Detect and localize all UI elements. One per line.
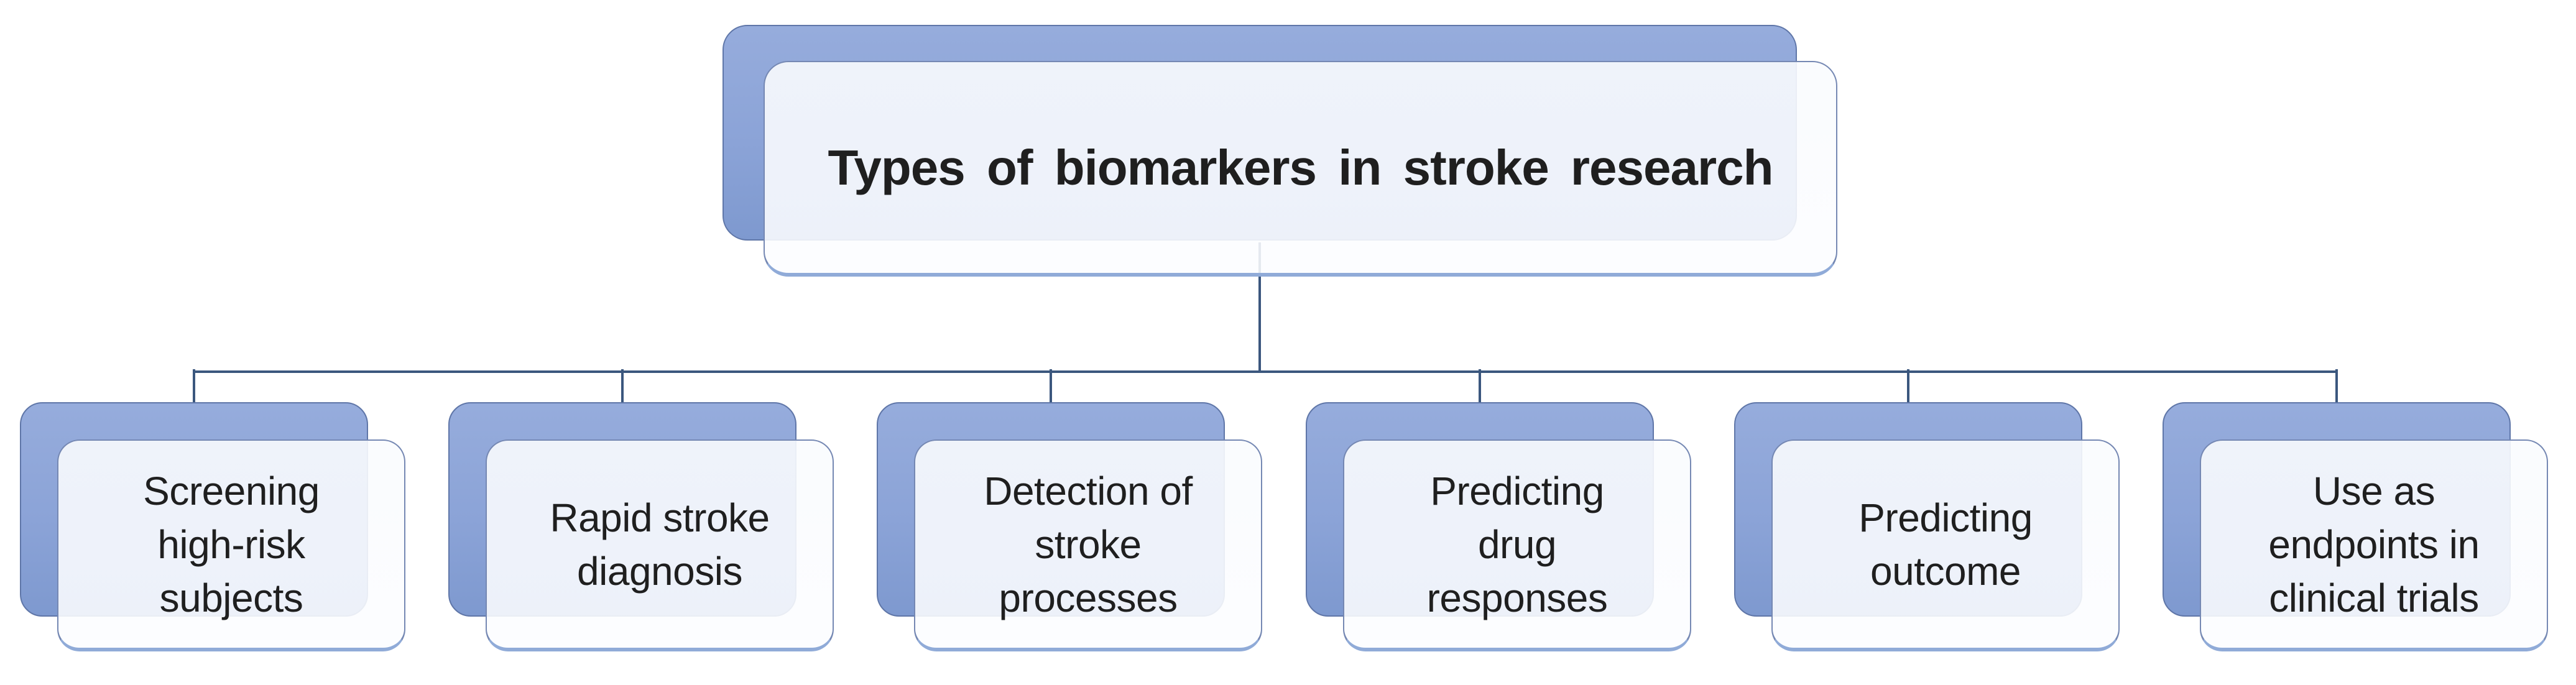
connector-drop-1 — [193, 369, 195, 403]
child-node-label: Predicting outcome — [1858, 495, 2033, 594]
child-node-face: Use as endpoints in clinical trials — [2200, 439, 2548, 651]
child-node-detection: Detection of stroke processes — [877, 369, 1262, 651]
child-node-face: Screening high-risk subjects — [57, 439, 405, 651]
child-node-face: Rapid stroke diagnosis — [486, 439, 834, 651]
root-node-label: Types of biomarkers in stroke research — [828, 139, 1773, 195]
child-node-label: Predicting drug responses — [1426, 468, 1608, 620]
root-node-face: Types of biomarkers in stroke research — [764, 61, 1837, 277]
child-node-face: Predicting outcome — [1771, 439, 2120, 651]
child-node-face: Predicting drug responses — [1343, 439, 1691, 651]
child-node-label: Rapid stroke diagnosis — [550, 495, 770, 594]
root-node: Types of biomarkers in stroke research — [722, 25, 1837, 277]
child-node-rapid-diagnosis: Rapid stroke diagnosis — [448, 369, 834, 651]
child-node-outcome: Predicting outcome — [1734, 369, 2120, 651]
child-node-label: Use as endpoints in clinical trials — [2268, 468, 2480, 620]
child-node-label: Detection of stroke processes — [984, 468, 1193, 620]
child-node-endpoints: Use as endpoints in clinical trials — [2163, 369, 2548, 651]
connector-drop-2 — [621, 369, 624, 403]
child-node-screening: Screening high-risk subjects — [20, 369, 405, 651]
connector-drop-6 — [2335, 369, 2338, 403]
connector-trunk — [1258, 242, 1261, 373]
child-node-label: Screening high-risk subjects — [143, 468, 320, 620]
child-node-drug-responses: Predicting drug responses — [1306, 369, 1691, 651]
connector-rail — [193, 370, 2338, 373]
child-node-face: Detection of stroke processes — [914, 439, 1262, 651]
connector-drop-5 — [1907, 369, 1909, 403]
connector-drop-3 — [1050, 369, 1052, 403]
connector-drop-4 — [1479, 369, 1481, 403]
